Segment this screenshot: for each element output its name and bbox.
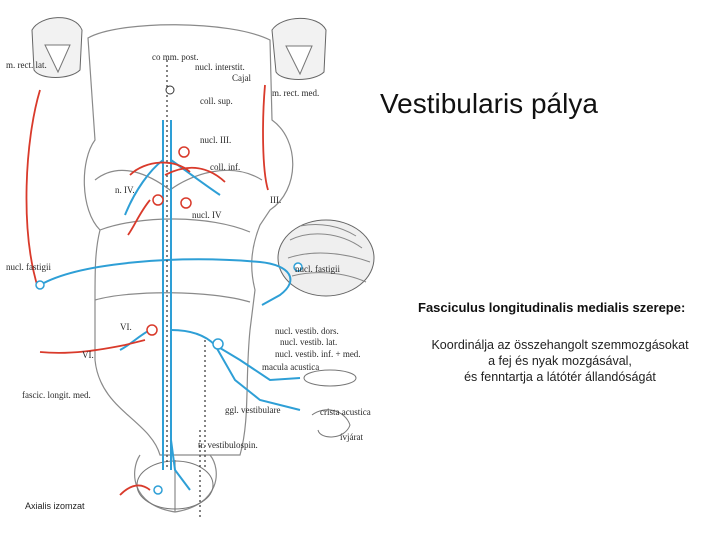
label-m-rect-med: m. rect. med.	[272, 88, 319, 98]
label-vi-upper: VI.	[120, 322, 132, 332]
description-block: Koordinálja az összehangolt szemmozgások…	[410, 337, 710, 385]
diagram-labels: co mm. post. nucl. interstit. Cajal coll…	[6, 52, 371, 450]
axial-muscle-caption: Axialis izomzat	[25, 501, 85, 511]
label-coll-sup: coll. sup.	[200, 96, 233, 106]
description-line: Koordinálja az összehangolt szemmozgások…	[431, 338, 689, 352]
label-nucl-vestib-lat: nucl. vestib. lat.	[280, 337, 337, 347]
red-pathways	[25, 84, 269, 496]
label-comm-post: co mm. post.	[152, 52, 199, 62]
slide-subtitle: Fasciculus longitudinalis medialis szere…	[418, 300, 686, 315]
blue-pathways	[39, 120, 301, 491]
right-eye	[271, 17, 327, 80]
vestibular-organ	[303, 369, 357, 438]
left-eye	[31, 17, 83, 78]
label-nucl-interstit: nucl. interstit.	[195, 62, 245, 72]
label-tr-vestibulospin: tr. vestibulospin.	[198, 440, 258, 450]
label-nucl-vestib-dors: nucl. vestib. dors.	[275, 326, 339, 336]
label-cajal: Cajal	[232, 73, 251, 83]
label-fascic-longit-med: fascic. longit. med.	[22, 390, 91, 400]
description-line: a fej és nyak mozgásával,	[488, 354, 632, 368]
cerebellum	[277, 219, 375, 297]
brainstem-outline	[83, 24, 294, 513]
label-m-rect-lat: m. rect. lat.	[6, 60, 47, 70]
slide-title: Vestibularis pálya	[380, 88, 598, 119]
label-iii: III.	[270, 195, 281, 205]
label-nucl-fastigii-left: nucl. fastigii	[6, 262, 51, 272]
label-nucl-vestib-inf-med: nucl. vestib. inf. + med.	[275, 349, 361, 359]
label-n-iv: n. IV.	[115, 185, 135, 195]
label-crista-acustica: crista acustica	[320, 407, 371, 417]
label-ivjarat: ívjárat	[340, 432, 363, 442]
label-nucl-fastigii-right: nucl. fastigii	[295, 264, 340, 274]
neuron-cells	[35, 85, 303, 495]
label-vi-lower: VI.	[82, 350, 94, 360]
label-nucl-iii: nucl. III.	[200, 135, 231, 145]
label-ggl-vestibulare: ggl. vestibulare	[225, 405, 281, 415]
description-line: és fenntartja a látótér állandóságát	[464, 370, 656, 384]
label-nucl-iv: nucl. IV	[192, 210, 222, 220]
vestibular-pathway-diagram: co mm. post. nucl. interstit. Cajal coll…	[6, 17, 375, 520]
label-macula-acustica: macula acustica	[262, 362, 319, 372]
label-coll-inf: coll. inf.	[210, 162, 240, 172]
dotted-fibers	[166, 60, 206, 520]
